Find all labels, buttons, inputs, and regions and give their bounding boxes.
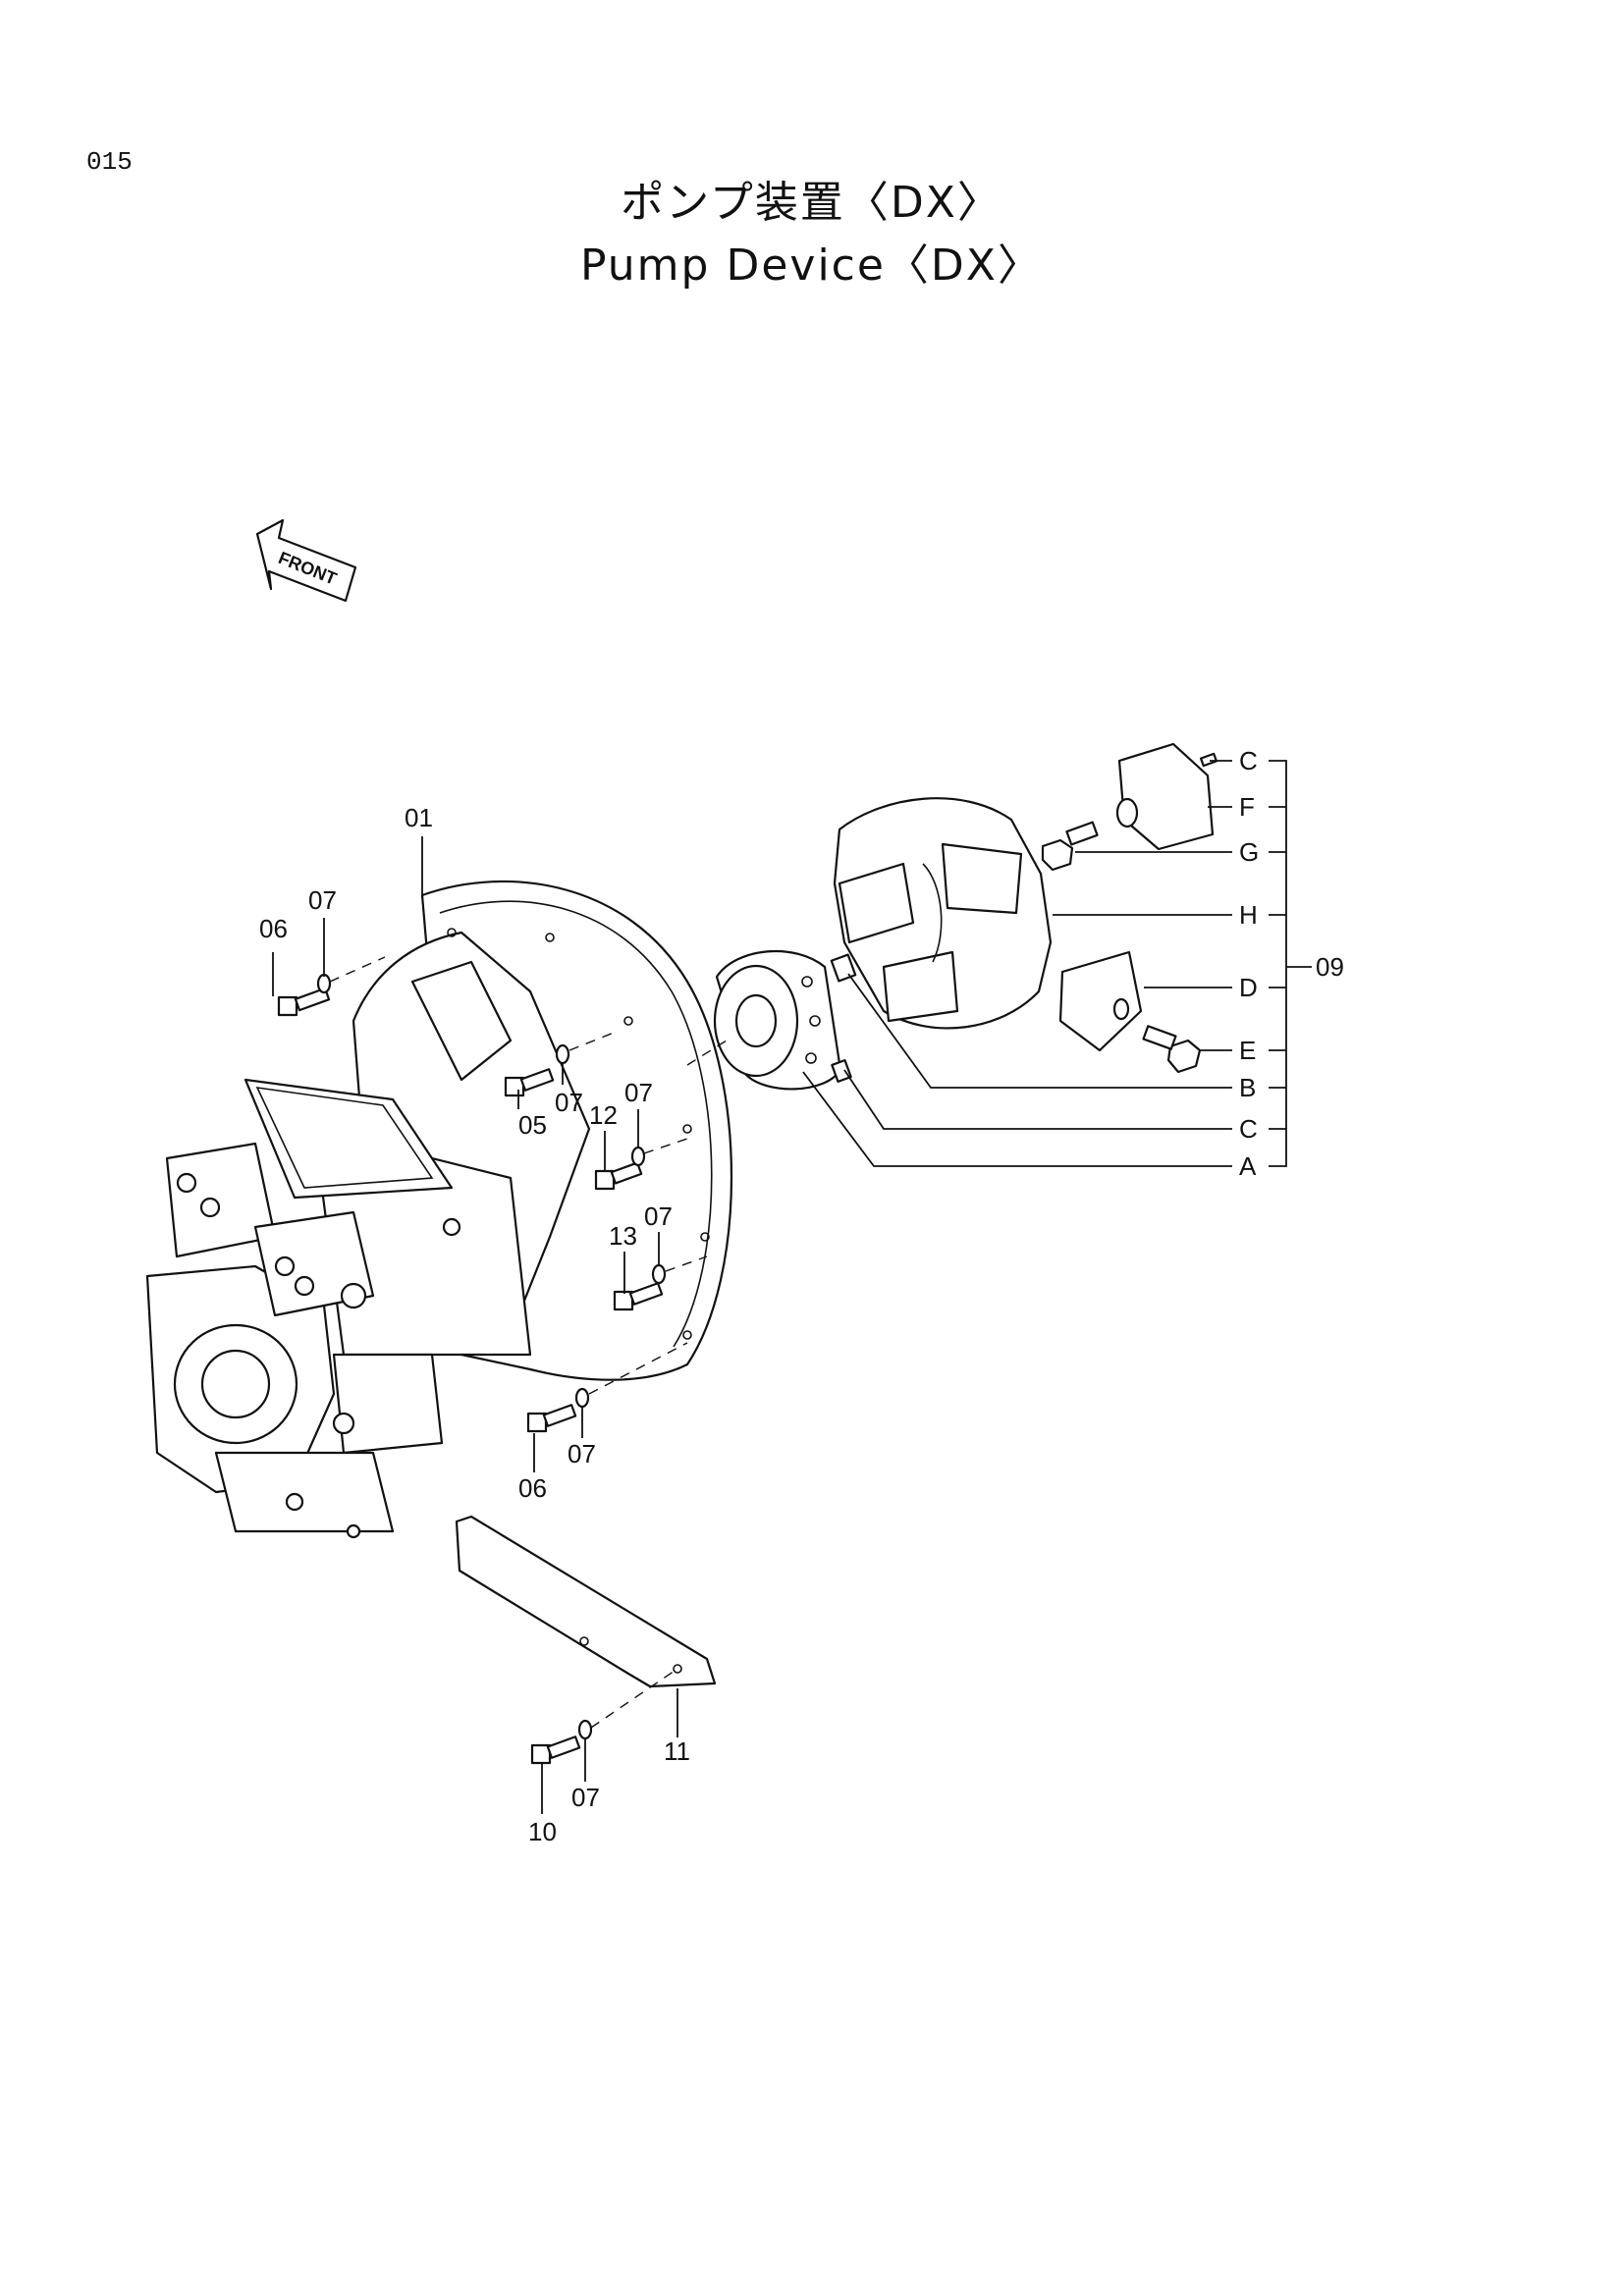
- page-title-english: Pump Device〈DX〉: [580, 240, 1043, 291]
- callout-01: 01: [405, 803, 433, 832]
- bolt-06-lower: [526, 1404, 577, 1433]
- pump-housing: [145, 880, 732, 1539]
- callout-06-lower: 06: [518, 1473, 547, 1503]
- bolt-13: [613, 1282, 664, 1311]
- callout-07-13: 07: [644, 1201, 673, 1231]
- part-letter-d: D: [1239, 973, 1258, 1002]
- bolt-06-upper: [277, 987, 331, 1017]
- coupling-hub: [713, 949, 842, 1091]
- part-letter-g: G: [1239, 837, 1259, 867]
- washer-07-upper: [316, 973, 332, 994]
- callout-13: 13: [609, 1221, 637, 1251]
- part-letter-h: H: [1239, 900, 1258, 930]
- callout-11: 11: [664, 1736, 690, 1766]
- washer-07-13: [651, 1263, 667, 1285]
- part-letter-f: F: [1239, 792, 1255, 822]
- assembly-lines: [329, 956, 728, 1729]
- washer-07-12: [630, 1146, 646, 1167]
- pin-c: [1199, 752, 1218, 768]
- callout-10: 10: [528, 1817, 557, 1846]
- part-letter-e: E: [1239, 1036, 1256, 1065]
- callout-07-10: 07: [571, 1783, 600, 1812]
- front-arrow-icon: FRONT: [255, 518, 357, 603]
- page-title-japanese: ポンプ装置〈DX〉: [621, 178, 1002, 228]
- coupling-insert: [1115, 742, 1218, 851]
- callout-09: 09: [1316, 952, 1344, 982]
- callout-07-lower: 07: [568, 1439, 596, 1468]
- coupling-plate: [1058, 950, 1143, 1052]
- washer-07-lower: [574, 1387, 590, 1409]
- page-number: 015: [86, 147, 133, 177]
- bolt-e: [1142, 1025, 1202, 1074]
- callout-12: 12: [589, 1100, 618, 1130]
- callout-07-upper: 07: [308, 885, 337, 915]
- washer-07-10: [577, 1719, 593, 1740]
- callout-05: 05: [518, 1110, 547, 1140]
- callout-07-12: 07: [624, 1078, 653, 1107]
- rubber-coupling-element: [833, 797, 1053, 1030]
- bracket: [455, 1515, 717, 1688]
- bolt-g: [1041, 821, 1099, 872]
- leader-lines: [272, 760, 1312, 1814]
- washer-07-05: [555, 1043, 570, 1065]
- part-letter-b: B: [1239, 1073, 1256, 1102]
- callout-07-05: 07: [555, 1088, 583, 1117]
- part-letter-c-screw: C: [1239, 1114, 1258, 1144]
- bolt-10: [530, 1735, 581, 1765]
- part-letter-a: A: [1239, 1151, 1257, 1181]
- part-letter-c-pin: C: [1239, 746, 1258, 775]
- callout-06-upper: 06: [259, 914, 288, 943]
- set-screw-c: [831, 1059, 852, 1083]
